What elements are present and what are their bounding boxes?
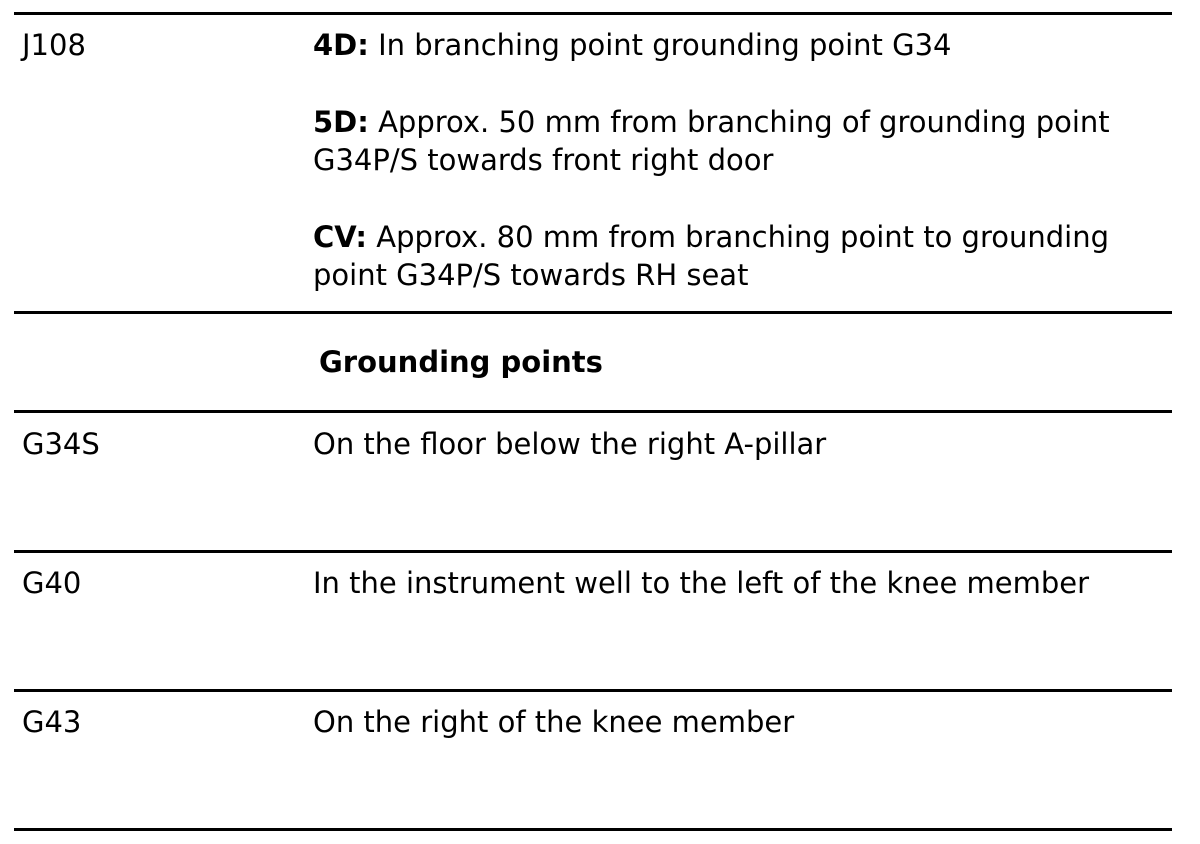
row-description-j108-cv: CV: Approx. 80 mm from branching point t… <box>313 218 1173 294</box>
table-rule-top <box>14 12 1172 15</box>
grounding-point-description-g40: In the instrument well to the left of th… <box>313 566 1090 600</box>
entry-text-cv-line2: point G34P/S towards RH seat <box>313 258 749 292</box>
entry-cv-line1: CV: Approx. 80 mm from branching point t… <box>313 218 1173 256</box>
entry-label-5d: 5D: <box>313 105 369 139</box>
section-heading-grounding-points: Grounding points <box>319 345 603 379</box>
table-rule-after-g34s <box>14 550 1172 553</box>
entry-text-cv-line1: Approx. 80 mm from branching point to gr… <box>376 220 1110 254</box>
table-rule-bottom <box>14 828 1172 831</box>
row-description-j108: 4D: In branching point grounding point G… <box>313 26 1173 64</box>
entry-text-5d-line1: Approx. 50 mm from branching of groundin… <box>378 105 1110 139</box>
table-rule-after-g40 <box>14 689 1172 692</box>
row-description-j108-5d: 5D: Approx. 50 mm from branching of grou… <box>313 103 1173 179</box>
table-rule-after-j108 <box>14 311 1172 314</box>
grounding-point-description-g43: On the right of the knee member <box>313 705 795 739</box>
entry-label-4d: 4D: <box>313 28 369 62</box>
grounding-point-code-g43: G43 <box>22 705 82 739</box>
row-code-j108: J108 <box>22 28 86 62</box>
entry-label-cv: CV: <box>313 220 368 254</box>
grounding-point-code-g40: G40 <box>22 566 82 600</box>
entry-text-4d: In branching point grounding point G34 <box>378 28 952 62</box>
grounding-point-description-g34s: On the floor below the right A-pillar <box>313 427 827 461</box>
grounding-point-code-g34s: G34S <box>22 427 100 461</box>
table-rule-after-heading <box>14 410 1172 413</box>
entry-4d: 4D: In branching point grounding point G… <box>313 26 1173 64</box>
entry-5d-line1: 5D: Approx. 50 mm from branching of grou… <box>313 103 1173 141</box>
entry-text-5d-line2: G34P/S towards front right door <box>313 143 774 177</box>
